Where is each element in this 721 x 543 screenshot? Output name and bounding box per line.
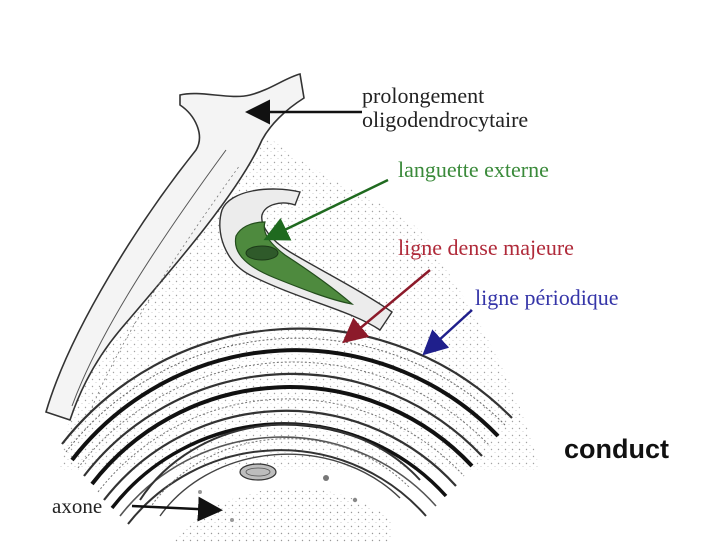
- label-ligne-periodique: ligne périodique: [475, 285, 619, 310]
- arrow-ligne-dense: [342, 269, 431, 344]
- axon-interior: [172, 463, 392, 543]
- label-prolongement-oligodendrocytaire: prolongement oligodendrocytaire: [362, 84, 528, 132]
- label-prolongement-line1: prolongement: [362, 83, 485, 108]
- label-conduct: conduct: [564, 434, 669, 464]
- arrow-languette: [263, 178, 389, 241]
- label-prolongement-line2: oligodendrocytaire: [362, 107, 529, 132]
- oligodendrocyte-process: [45, 72, 305, 422]
- myelin-lamellae: [61, 327, 513, 525]
- axon-membrane: [139, 423, 421, 517]
- arrow-axone: [131, 496, 223, 522]
- label-languette-externe: languette externe: [398, 157, 549, 182]
- label-ligne-dense-majeure: ligne dense majeure: [398, 235, 574, 260]
- outer-tongue-loop: [219, 188, 393, 331]
- arrow-ligne-periodique: [422, 309, 473, 356]
- label-axone: axone: [52, 494, 103, 518]
